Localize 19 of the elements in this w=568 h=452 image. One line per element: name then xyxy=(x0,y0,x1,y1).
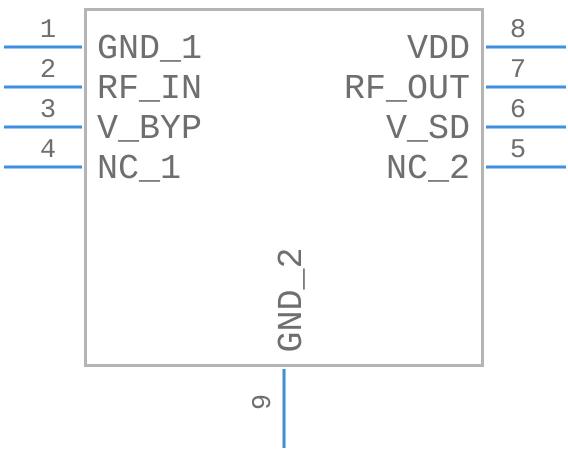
pin-number: 2 xyxy=(40,57,56,85)
pin-name: RF_OUT xyxy=(344,71,470,107)
pin-number: 3 xyxy=(40,97,56,125)
pin-number: 7 xyxy=(510,57,526,85)
pin-number: 1 xyxy=(40,17,56,45)
pin-name: GND_2 xyxy=(274,247,310,353)
chip-body xyxy=(84,8,484,367)
pin-number: 4 xyxy=(40,137,56,165)
pin-number: 8 xyxy=(510,17,526,45)
pin-name: V_SD xyxy=(386,111,470,147)
pin-name: NC_2 xyxy=(386,151,470,187)
pin-name: GND_1 xyxy=(97,31,202,67)
pin-name: NC_1 xyxy=(97,151,182,187)
pin-number: 5 xyxy=(510,137,526,165)
pin-name: VDD xyxy=(406,31,470,67)
pin-number: 6 xyxy=(510,97,526,125)
pin-number: 9 xyxy=(250,394,278,410)
pin-name: RF_IN xyxy=(97,71,202,107)
pin-name: V_BYP xyxy=(97,111,202,147)
